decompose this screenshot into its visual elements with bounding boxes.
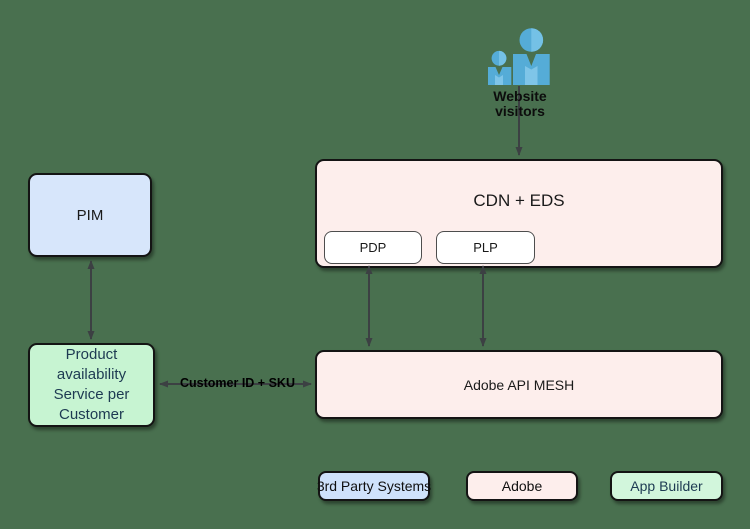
website-visitors-label: Website visitors xyxy=(470,89,570,119)
pdp-label: PDP xyxy=(359,240,387,255)
website-visitors-icon xyxy=(488,28,550,85)
cdn-eds-label: CDN + EDS xyxy=(473,191,565,210)
node-product-availability-service: Product availability Service per Custome… xyxy=(28,343,155,427)
edge-label-customer-id-sku: Customer ID + SKU xyxy=(180,376,295,390)
legend-adobe: Adobe xyxy=(466,471,578,501)
product-service-line4: Customer xyxy=(58,406,125,423)
product-service-line3: Service per xyxy=(53,386,130,403)
node-pim: PIM xyxy=(28,173,152,257)
adobe-api-mesh-label: Adobe API MESH xyxy=(463,376,575,393)
node-plp: PLP xyxy=(436,231,535,264)
legend-adobe-label: Adobe xyxy=(501,478,543,494)
visitors-label-line2: visitors xyxy=(495,103,545,119)
plp-label: PLP xyxy=(473,240,498,255)
visitors-label-line1: Website xyxy=(493,88,547,104)
pim-label: PIM xyxy=(76,206,104,224)
node-adobe-api-mesh: Adobe API MESH xyxy=(315,350,723,419)
node-cdn-eds: CDN + EDS PDP PLP xyxy=(315,159,723,268)
product-service-line2: availability xyxy=(56,366,127,383)
legend-app-builder: App Builder xyxy=(610,471,723,501)
node-pdp: PDP xyxy=(324,231,422,264)
product-service-line1: Product xyxy=(65,346,118,363)
legend-app-builder-label: App Builder xyxy=(630,478,703,494)
legend-3rd-party-systems: 3rd Party Systems xyxy=(316,471,432,501)
legend-3rd-party-label: 3rd Party Systems xyxy=(316,478,432,494)
